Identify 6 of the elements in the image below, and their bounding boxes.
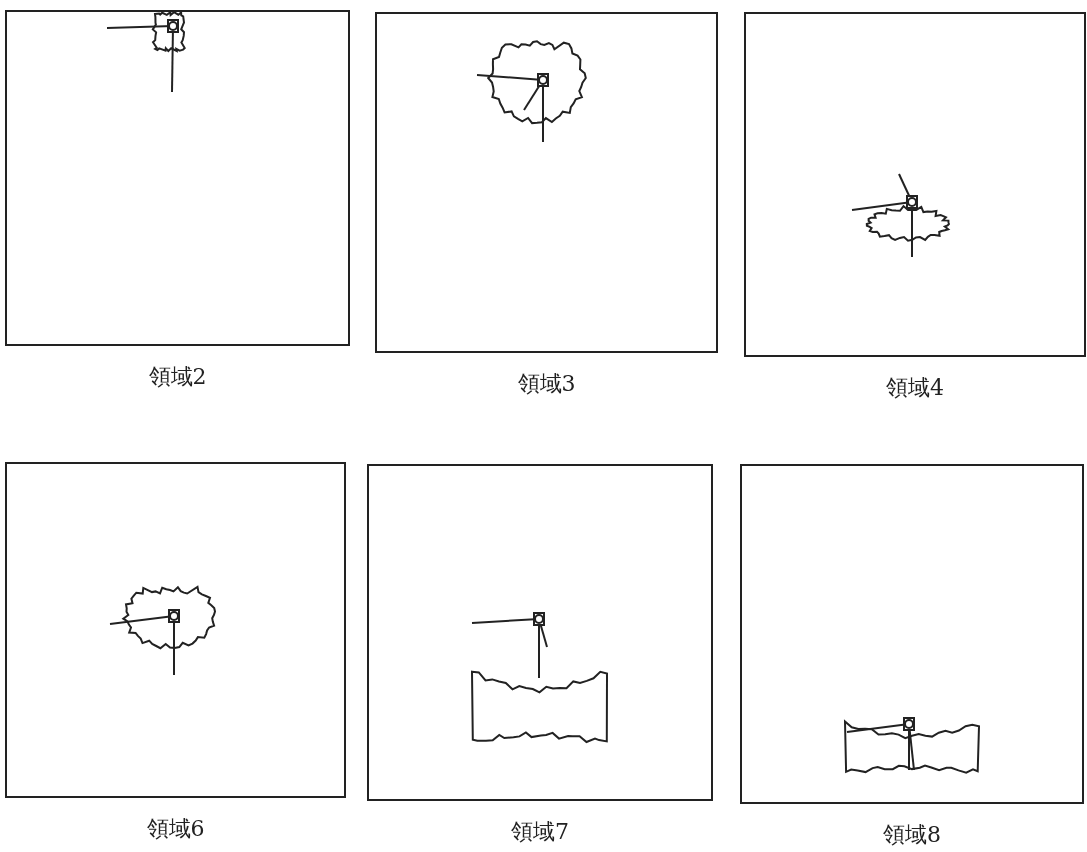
panel-label: 領域4 [886, 374, 944, 402]
panel-label: 領域8 [883, 821, 941, 849]
panel-label: 領域2 [148, 363, 207, 391]
panel-label: 領域7 [511, 818, 569, 846]
panel-label: 領域6 [146, 815, 205, 843]
panel-label: 領域3 [517, 370, 576, 398]
